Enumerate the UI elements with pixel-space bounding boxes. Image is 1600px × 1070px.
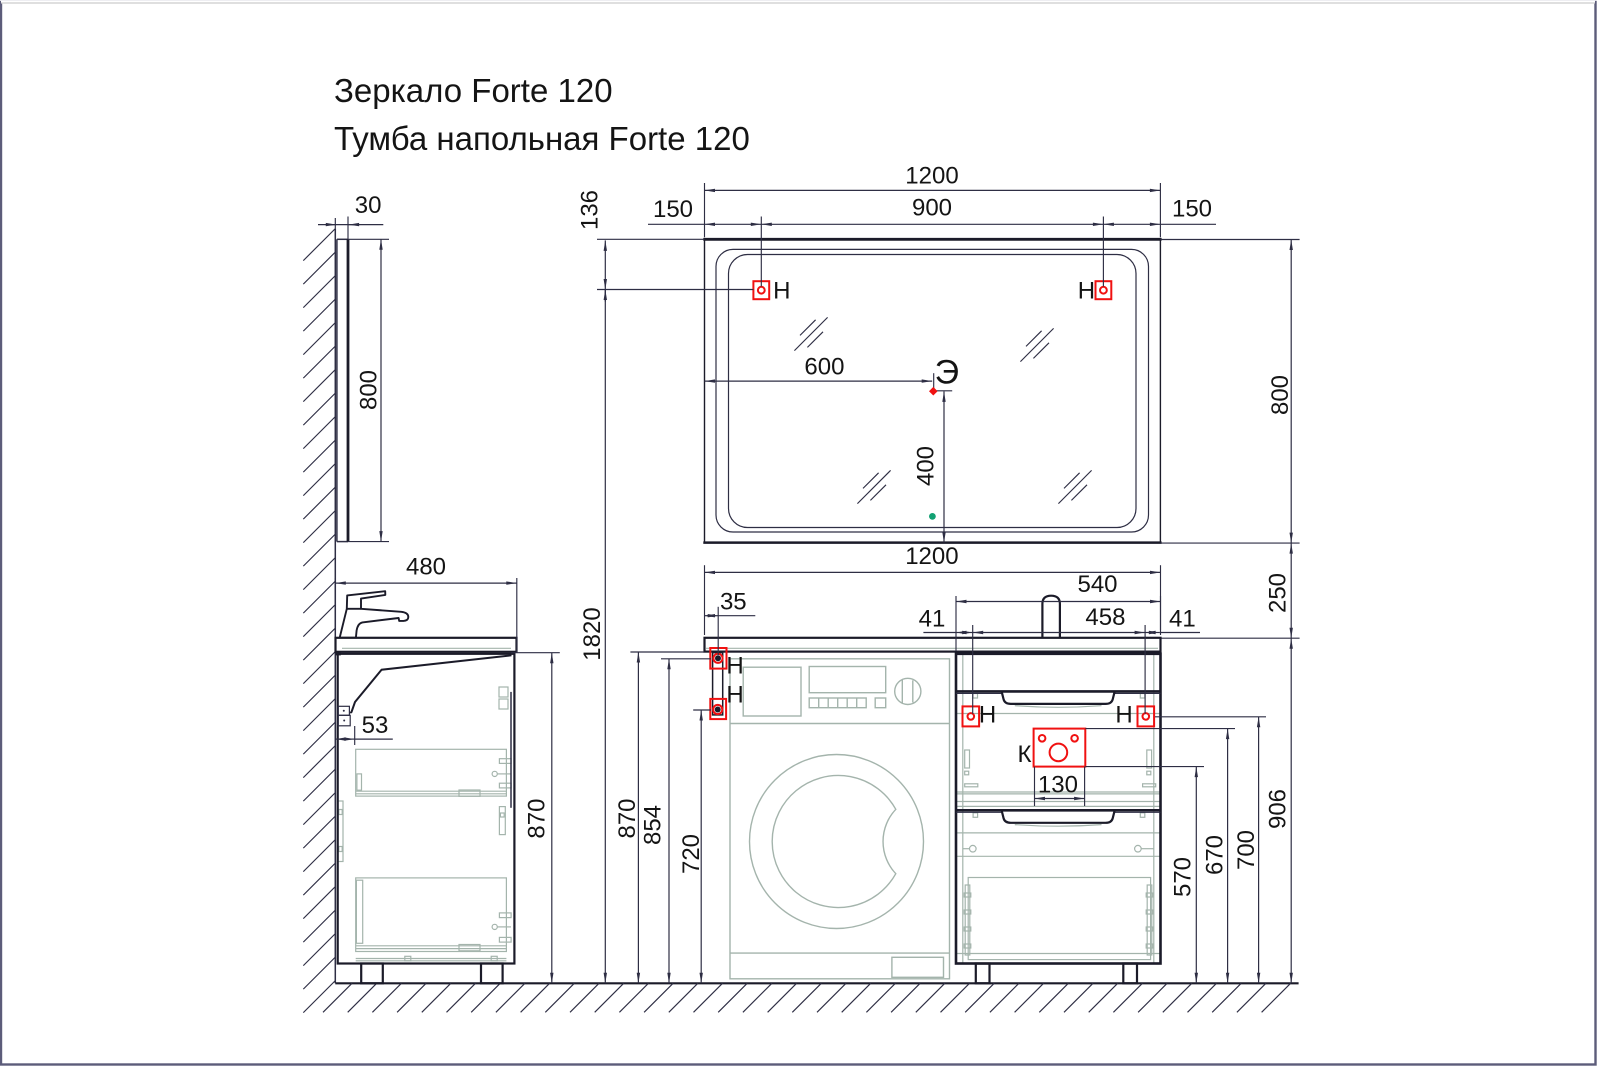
svg-text:Н: Н: [1115, 701, 1132, 728]
svg-text:480: 480: [406, 554, 446, 581]
svg-text:1820: 1820: [579, 607, 606, 660]
svg-text:250: 250: [1265, 573, 1292, 613]
svg-text:870: 870: [524, 799, 551, 839]
svg-text:800: 800: [356, 370, 383, 410]
svg-text:800: 800: [1267, 375, 1294, 415]
svg-text:670: 670: [1202, 835, 1229, 875]
svg-text:Н: Н: [1078, 278, 1095, 305]
svg-text:30: 30: [355, 192, 382, 219]
svg-text:700: 700: [1233, 830, 1260, 870]
svg-text:Э: Э: [935, 354, 959, 392]
svg-text:41: 41: [919, 606, 946, 633]
svg-text:Н: Н: [979, 701, 996, 728]
svg-text:854: 854: [640, 805, 667, 845]
svg-text:К: К: [1018, 741, 1032, 768]
svg-text:870: 870: [614, 798, 641, 838]
svg-text:150: 150: [653, 196, 693, 223]
svg-text:570: 570: [1170, 857, 1197, 897]
svg-text:Н: Н: [726, 653, 743, 680]
svg-text:540: 540: [1077, 571, 1117, 598]
svg-text:600: 600: [804, 354, 844, 381]
svg-text:458: 458: [1085, 604, 1125, 631]
svg-text:1200: 1200: [905, 163, 958, 190]
svg-text:1200: 1200: [905, 543, 958, 570]
svg-text:900: 900: [912, 195, 952, 222]
svg-text:906: 906: [1265, 789, 1292, 829]
svg-text:400: 400: [913, 446, 940, 486]
svg-text:41: 41: [1169, 606, 1196, 633]
svg-text:Н: Н: [773, 278, 790, 305]
svg-text:Тумба напольная Forte 120: Тумба напольная Forte 120: [334, 120, 750, 157]
svg-text:150: 150: [1172, 196, 1212, 223]
svg-text:130: 130: [1038, 771, 1078, 798]
svg-text:53: 53: [362, 712, 389, 739]
svg-text:Н: Н: [726, 682, 743, 709]
svg-text:136: 136: [577, 190, 604, 230]
svg-text:720: 720: [678, 834, 705, 874]
svg-text:35: 35: [720, 588, 747, 615]
svg-text:Зеркало Forte 120: Зеркало Forte 120: [334, 72, 613, 109]
